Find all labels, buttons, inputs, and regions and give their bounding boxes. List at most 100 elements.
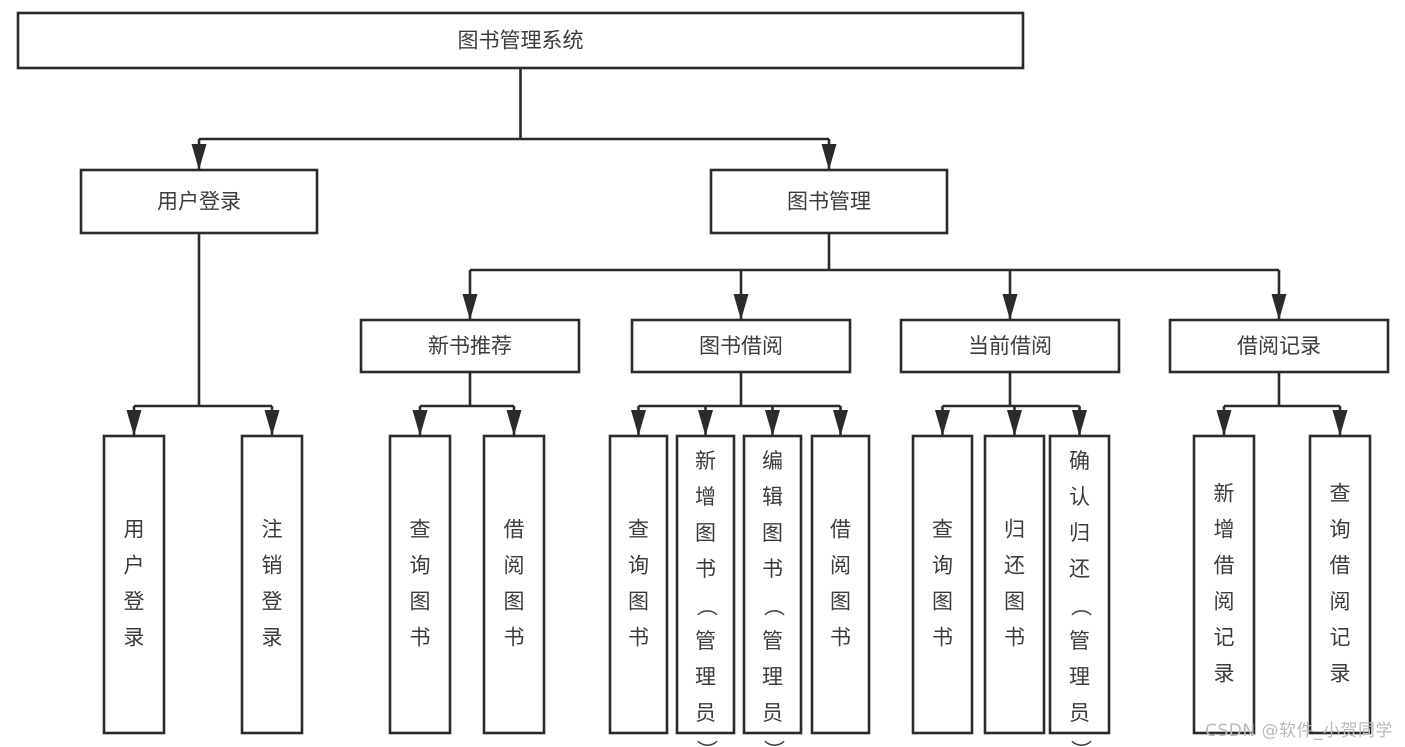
node-label-char: 新	[695, 449, 716, 473]
node-label: 当前借阅	[968, 334, 1052, 358]
node-leaf-user-login[interactable]: 用户登录	[102, 434, 166, 735]
node-box[interactable]	[1308, 434, 1372, 735]
node-label-char: 确	[1069, 449, 1090, 473]
arrow-head-icon	[1007, 410, 1022, 436]
node-box[interactable]	[709, 168, 949, 235]
arrow-head-icon	[1332, 410, 1348, 436]
node-label-char: 登	[262, 590, 283, 614]
node-label-char: 还	[1069, 557, 1090, 581]
node-label-char: 录	[124, 626, 145, 650]
node-label: 图书管理系统	[458, 29, 584, 53]
node-label-char: 归	[1069, 521, 1090, 545]
node-box[interactable]	[16, 11, 1025, 70]
edge-group-current-borrow	[935, 372, 1087, 436]
node-label-char: （	[762, 596, 786, 617]
node-box[interactable]	[675, 434, 736, 735]
node-label-char: 增	[1214, 518, 1235, 542]
node-label-char: 查	[1330, 482, 1351, 506]
node-box[interactable]	[1192, 434, 1256, 735]
node-book-borrow[interactable]: 图书借阅	[630, 318, 852, 374]
node-label-char: 用	[124, 518, 145, 542]
node-box[interactable]	[630, 318, 852, 374]
node-label-char: 员	[695, 701, 716, 725]
node-label-char: 户	[124, 554, 145, 578]
node-label-char: 借	[1214, 554, 1235, 578]
node-root[interactable]: 图书管理系统	[16, 11, 1025, 70]
node-label-char: 录	[262, 626, 283, 650]
node-box[interactable]	[810, 434, 871, 735]
node-label-char: 登	[124, 590, 145, 614]
node-label-char: 图	[504, 590, 525, 614]
node-label: 新书推荐	[428, 334, 512, 358]
node-label-char: 图	[1004, 590, 1025, 614]
node-label-char: 书	[504, 626, 525, 650]
node-box[interactable]	[240, 434, 304, 735]
node-label-char: 查	[932, 518, 953, 542]
node-label-char: 书	[695, 557, 716, 581]
node-label: 用户登录	[157, 190, 241, 214]
node-label: 图书管理	[787, 190, 871, 214]
node-label-char: 书	[830, 626, 851, 650]
node-label-char: 注	[262, 518, 283, 542]
node-box[interactable]	[742, 434, 803, 735]
node-label-char: 认	[1069, 485, 1090, 509]
node-label-char: （	[1069, 596, 1093, 617]
node-label-char: 阅	[504, 554, 525, 578]
node-label-char: 员	[1069, 701, 1090, 725]
node-label: 图书借阅	[699, 334, 783, 358]
node-box[interactable]	[102, 434, 166, 735]
node-borrow-record[interactable]: 借阅记录	[1168, 318, 1390, 374]
node-label-char: 图	[762, 521, 783, 545]
arrow-head-icon	[1216, 410, 1232, 436]
node-book-manage[interactable]: 图书管理	[709, 168, 949, 235]
node-label-char: 归	[1004, 518, 1025, 542]
node-label-char: 销	[262, 554, 283, 578]
node-label-char: 理	[695, 665, 716, 689]
node-box[interactable]	[1048, 434, 1111, 735]
arrow-head-icon	[833, 410, 848, 436]
arrow-head-icon	[462, 294, 478, 320]
node-box[interactable]	[1168, 318, 1390, 374]
node-box[interactable]	[608, 434, 669, 735]
node-label-char: 借	[504, 518, 525, 542]
node-box[interactable]	[983, 434, 1046, 735]
node-user-login[interactable]: 用户登录	[79, 168, 319, 235]
edges-layer	[126, 68, 1348, 436]
edge-group-borrow-record	[1216, 372, 1348, 436]
node-current-borrow[interactable]: 当前借阅	[899, 318, 1121, 374]
node-label-char: 书	[628, 626, 649, 650]
node-box[interactable]	[388, 434, 452, 735]
node-box[interactable]	[911, 434, 974, 735]
node-label-char: 还	[1004, 554, 1025, 578]
arrow-head-icon	[935, 410, 950, 436]
node-label-char: 询	[628, 554, 649, 578]
node-box[interactable]	[79, 168, 319, 235]
node-new-book-rec[interactable]: 新书推荐	[359, 318, 581, 374]
arrow-head-icon	[698, 410, 713, 436]
node-label-char: 理	[762, 665, 783, 689]
node-label-char: （	[695, 596, 719, 617]
node-label-char: 录	[1214, 662, 1235, 686]
arrow-head-icon	[821, 144, 837, 170]
node-box[interactable]	[359, 318, 581, 374]
node-label-char: 阅	[830, 554, 851, 578]
node-box[interactable]	[482, 434, 546, 735]
node-label-char: 阅	[1330, 590, 1351, 614]
node-label-char: 图	[628, 590, 649, 614]
node-label-char: 辑	[762, 485, 783, 509]
node-box[interactable]	[899, 318, 1121, 374]
